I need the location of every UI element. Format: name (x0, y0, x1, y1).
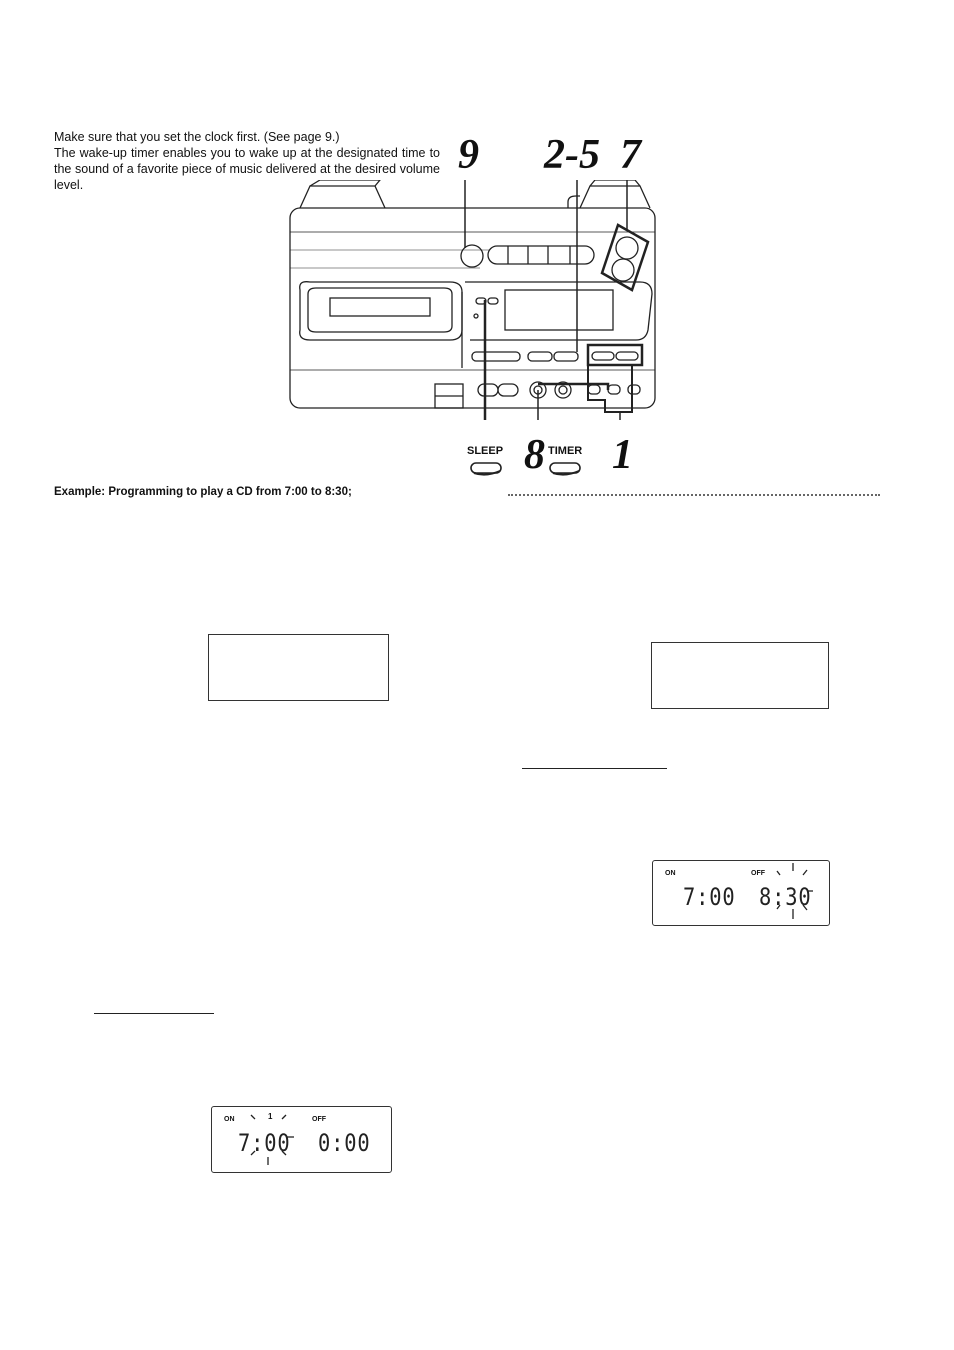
empty-box-left (208, 634, 389, 701)
off-time: 0:00 (318, 1129, 371, 1157)
blink-indicator-icon (776, 863, 813, 919)
blink-indicator-icon (250, 1114, 294, 1165)
callout-7: 7 (620, 132, 641, 178)
intro-description: The wake-up timer enables you to wake up… (54, 146, 440, 192)
sleep-button-icon (470, 462, 502, 476)
off-time: 8:30 (759, 883, 812, 911)
timer-display-on-off: ON OFF 7:00 8:30 (652, 860, 830, 926)
callout-1: 1 (612, 432, 633, 478)
off-label: OFF (312, 1116, 326, 1123)
underline-left (94, 1013, 214, 1014)
example-heading: Example: Programming to play a CD from 7… (54, 486, 352, 498)
timer-display-on-set: ON 1 OFF 7:00 0:00 (211, 1106, 392, 1173)
callout-9: 9 (458, 132, 479, 178)
on-time: 7:00 (238, 1129, 291, 1157)
timer-button-icon (549, 462, 581, 476)
dotted-divider (508, 494, 880, 496)
stereo-unit-illustration (289, 180, 656, 420)
sleep-label: SLEEP (467, 445, 504, 457)
intro-clock-note: Make sure that you set the clock first. … (54, 130, 340, 144)
underline-right (522, 768, 667, 769)
callout-2-5: 2-5 (544, 132, 600, 178)
callout-8: 8 (524, 432, 545, 478)
intro-text: Make sure that you set the clock first. … (54, 129, 440, 193)
timer-label: TIMER (548, 445, 583, 457)
on-label: ON (224, 1116, 235, 1123)
on-label: ON (665, 870, 676, 877)
empty-box-right (651, 642, 829, 709)
on-time: 7:00 (683, 883, 736, 911)
setting-indicator: 1 (268, 1112, 273, 1121)
off-label: OFF (751, 870, 765, 877)
